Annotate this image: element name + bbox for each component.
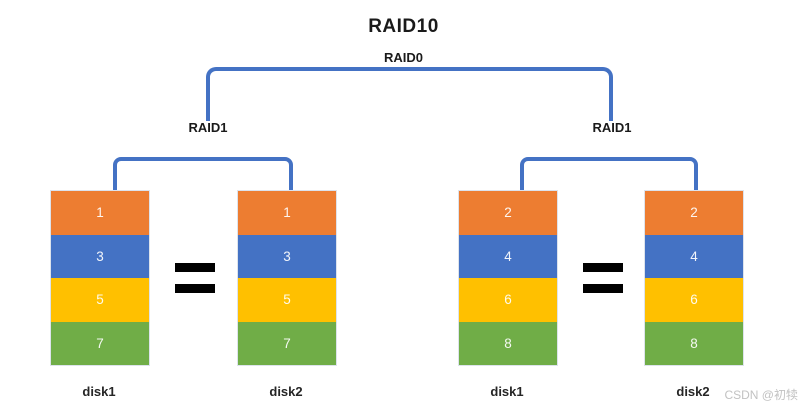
data-block: 2 — [459, 191, 557, 235]
data-block: 1 — [238, 191, 336, 235]
data-block: 6 — [459, 278, 557, 322]
diagram-title: RAID10 — [368, 16, 439, 37]
data-block: 6 — [645, 278, 743, 322]
disk-stack-group2-disk1: 2 4 6 8 — [458, 190, 558, 366]
data-block: 8 — [459, 321, 557, 365]
data-block: 7 — [51, 321, 149, 365]
disk-stack-group1-disk2: 1 3 5 7 — [237, 190, 337, 366]
disk-stack-group1-disk1: 1 3 5 7 — [50, 190, 150, 366]
data-block: 5 — [51, 278, 149, 322]
data-block: 3 — [51, 234, 149, 278]
data-block: 5 — [238, 278, 336, 322]
data-block: 7 — [238, 321, 336, 365]
raid1-label-left: RAID1 — [188, 120, 228, 135]
equals-bar — [583, 263, 623, 272]
disk-stack-group2-disk2: 2 4 6 8 — [644, 190, 744, 366]
raid0-label: RAID0 — [383, 50, 423, 65]
data-block: 4 — [645, 234, 743, 278]
disk-label-group2-disk1: disk1 — [490, 384, 524, 399]
raid0-bracket-connector — [206, 67, 613, 121]
raid1-bracket-right — [520, 157, 698, 194]
equals-sign-left — [175, 263, 215, 293]
equals-sign-right — [583, 263, 623, 293]
data-block: 2 — [645, 191, 743, 235]
disk-label-group1-disk1: disk1 — [82, 384, 116, 399]
raid1-label-right: RAID1 — [592, 120, 632, 135]
disk-label-group2-disk2: disk2 — [676, 384, 710, 399]
raid1-bracket-left — [113, 157, 293, 194]
data-block: 1 — [51, 191, 149, 235]
equals-bar — [175, 263, 215, 272]
data-block: 4 — [459, 234, 557, 278]
disk-label-group1-disk2: disk2 — [269, 384, 303, 399]
csdn-watermark: CSDN @初犊 — [724, 388, 798, 402]
data-block: 3 — [238, 234, 336, 278]
equals-bar — [583, 284, 623, 293]
equals-bar — [175, 284, 215, 293]
data-block: 8 — [645, 321, 743, 365]
